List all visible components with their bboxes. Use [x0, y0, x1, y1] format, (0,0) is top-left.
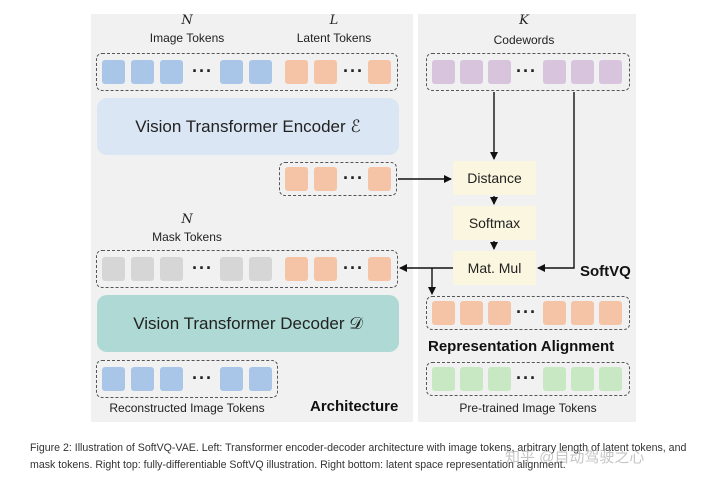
latent-token	[368, 167, 391, 191]
pretrained-token	[599, 367, 622, 391]
mask-token	[160, 257, 183, 281]
mask-token	[249, 257, 272, 281]
codewords-label: Codewords	[493, 33, 555, 47]
image-token	[131, 367, 154, 391]
latent-token	[314, 167, 337, 191]
aligned-latent-group	[426, 296, 630, 330]
pretrained-tokens-group	[426, 362, 630, 396]
image-token	[131, 60, 154, 84]
image-tokens-label: Image Tokens	[149, 31, 225, 45]
ellipsis: ···	[516, 302, 537, 322]
mask-token	[102, 257, 125, 281]
image-token	[160, 367, 183, 391]
latent-token	[314, 257, 337, 281]
codewords-symbol: K	[519, 13, 529, 28]
distance-box: Distance	[453, 161, 536, 195]
ellipsis: ···	[343, 168, 364, 188]
image-token	[160, 60, 183, 84]
image-token	[102, 367, 125, 391]
latent-token	[368, 60, 391, 84]
latent-token	[285, 60, 308, 84]
latent-token	[488, 301, 511, 325]
codewords-group	[426, 53, 630, 91]
encoder-box: Vision Transformer Encoder ℰ	[97, 98, 399, 155]
image-token	[249, 367, 272, 391]
decoder-input-group	[96, 250, 398, 288]
latent-token	[285, 167, 308, 191]
reconstructed-tokens-group	[96, 360, 278, 398]
image-token	[220, 367, 243, 391]
ellipsis: ···	[343, 258, 364, 278]
latent-tokens-symbol: L	[329, 13, 339, 28]
pretrained-token	[543, 367, 566, 391]
ellipsis: ···	[192, 61, 213, 81]
matmul-box: Mat. Mul	[453, 251, 536, 285]
mask-tokens-symbol: N	[181, 212, 193, 227]
latent-token	[314, 60, 337, 84]
mask-token	[220, 257, 243, 281]
pretrained-tokens-label: Pre-trained Image Tokens	[459, 401, 597, 415]
representation-alignment-label: Representation Alignment	[428, 338, 615, 355]
ellipsis: ···	[343, 61, 364, 81]
softvq-label: SoftVQ	[580, 263, 631, 280]
pretrained-token	[460, 367, 483, 391]
image-token	[102, 60, 125, 84]
ellipsis: ···	[192, 258, 213, 278]
encoded-latent-group	[279, 162, 397, 196]
latent-token	[571, 301, 594, 325]
codewords-to-matmul-arrow	[537, 92, 575, 272]
codeword-token	[460, 60, 483, 84]
pretrained-token	[488, 367, 511, 391]
image-token	[249, 60, 272, 84]
latent-tokens-label: Latent Tokens	[296, 31, 372, 45]
latent-token	[543, 301, 566, 325]
architecture-label: Architecture	[310, 398, 399, 415]
figure-caption: Figure 2: Illustration of SoftVQ-VAE. Le…	[30, 442, 687, 471]
latent-token	[599, 301, 622, 325]
mask-tokens-label: Mask Tokens	[152, 230, 222, 244]
latent-token	[432, 301, 455, 325]
codeword-token	[571, 60, 594, 84]
pretrained-token	[432, 367, 455, 391]
pretrained-token	[571, 367, 594, 391]
codeword-token	[543, 60, 566, 84]
ellipsis: ···	[192, 368, 213, 388]
latent-token	[285, 257, 308, 281]
reconstructed-tokens-label: Reconstructed Image Tokens	[109, 401, 265, 415]
codeword-token	[432, 60, 455, 84]
image-token	[220, 60, 243, 84]
latent-token	[368, 257, 391, 281]
codeword-token	[488, 60, 511, 84]
ellipsis: ···	[516, 61, 537, 81]
latent-token	[460, 301, 483, 325]
watermark: 知乎 @自动驾驶之心	[505, 449, 645, 466]
input-tokens-group	[96, 53, 398, 91]
codeword-token	[599, 60, 622, 84]
image-tokens-symbol: N	[181, 13, 193, 28]
softmax-box: Softmax	[453, 206, 536, 240]
ellipsis: ···	[516, 368, 537, 388]
decoder-box: Vision Transformer Decoder 𝒟	[97, 295, 399, 352]
mask-token	[131, 257, 154, 281]
